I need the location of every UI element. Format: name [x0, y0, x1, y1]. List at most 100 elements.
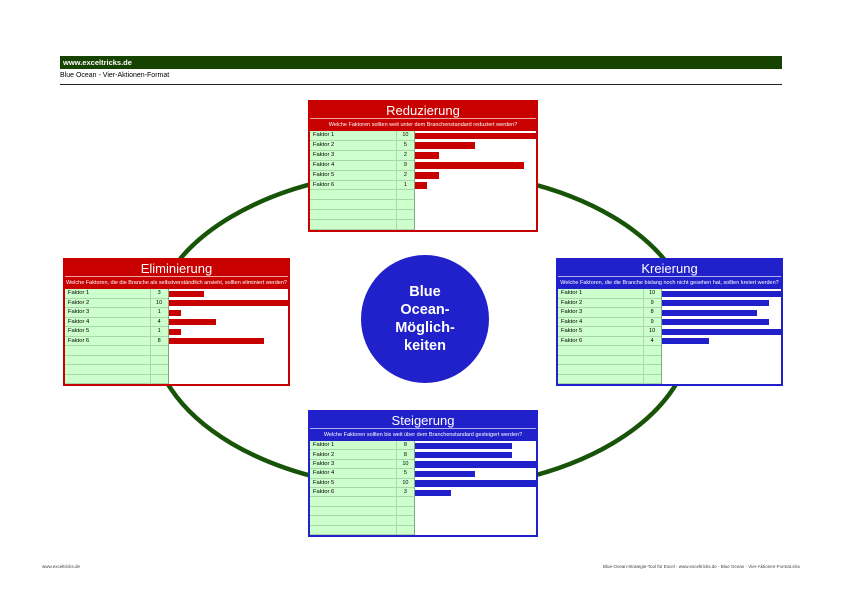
factor-bar-cell: [167, 317, 288, 327]
factor-bar-cell: [413, 160, 536, 171]
factor-bar-cell: [167, 365, 288, 375]
factor-bar: [414, 480, 536, 487]
factor-bar-cell: [413, 220, 536, 231]
factor-bar-cell: [660, 317, 781, 327]
factor-label: Faktor 2: [65, 298, 150, 308]
factor-value: 9: [642, 298, 661, 308]
factor-bar: [168, 338, 265, 345]
circle-text-line: Ocean-: [400, 301, 450, 318]
footer-right: Blue-Ocean-Strategie-Tool für Excel - ww…: [603, 564, 800, 569]
footer-left: www.exceltricks.de: [42, 564, 81, 569]
factor-value: 3: [395, 488, 414, 498]
factor-label: [65, 374, 150, 384]
factor-row: [310, 525, 536, 536]
factor-label: Faktor 3: [310, 459, 396, 470]
factor-bar-cell: [167, 336, 288, 346]
factor-value: 10: [642, 327, 661, 337]
factor-value: [395, 210, 414, 221]
factor-label: Faktor 4: [310, 160, 396, 171]
factor-label: Faktor 5: [310, 478, 396, 489]
factor-value: [395, 497, 414, 507]
factor-value: 10: [642, 289, 661, 299]
site-url-label: www.exceltricks.de: [63, 58, 132, 67]
factor-row: [310, 497, 536, 507]
factor-bar-cell: [413, 450, 536, 460]
factor-label: [558, 355, 643, 365]
circle-text-line: Blue: [409, 283, 441, 300]
factor-bar: [414, 162, 524, 170]
factor-label: [558, 374, 643, 384]
factor-bar: [661, 319, 770, 326]
factor-label: Faktor 6: [558, 336, 643, 346]
factor-label: Faktor 1: [310, 441, 396, 451]
factor-value: [395, 506, 414, 517]
factor-bar-cell: [167, 289, 288, 299]
factor-bar-cell: [167, 346, 288, 356]
panel-question: Welche Faktoren, die die Branche bislang…: [558, 277, 781, 289]
factor-bar-cell: [660, 355, 781, 365]
panel-title: Eliminierung: [65, 260, 288, 277]
factor-label: [310, 220, 396, 231]
factor-row: [310, 516, 536, 526]
panel-question: Welche Faktoren, die die Branche als sel…: [65, 277, 288, 289]
factor-label: Faktor 6: [310, 180, 396, 191]
factor-bar-cell: [413, 478, 536, 489]
factor-bar: [414, 451, 512, 459]
factor-bar: [414, 182, 428, 189]
factor-bar-cell: [413, 150, 536, 161]
factor-value: [395, 190, 414, 201]
factor-bar: [168, 319, 217, 326]
factor-row: [558, 365, 781, 375]
factor-label: Faktor 2: [310, 140, 396, 151]
factor-label: [65, 365, 150, 375]
factor-bar-cell: [413, 180, 536, 191]
factor-value: 8: [642, 308, 661, 318]
factor-label: Faktor 4: [310, 469, 396, 479]
factor-bar-cell: [413, 506, 536, 517]
factor-bar-cell: [413, 469, 536, 479]
factor-value: 1: [149, 327, 168, 337]
factor-value: 8: [149, 336, 168, 346]
factor-bar-cell: [413, 525, 536, 536]
factor-bar-cell: [413, 190, 536, 201]
factor-bar-cell: [660, 308, 781, 318]
factor-value: [642, 365, 661, 375]
factor-value: 10: [395, 131, 414, 141]
factor-bar-cell: [660, 298, 781, 308]
factor-bar: [414, 142, 476, 150]
factor-bar: [661, 328, 781, 335]
factor-label: Faktor 2: [310, 450, 396, 460]
factor-label: Faktor 1: [558, 289, 643, 299]
factor-bar: [661, 290, 781, 297]
factor-label: Faktor 6: [310, 488, 396, 498]
header-divider: [60, 84, 782, 85]
factor-label: [310, 200, 396, 211]
factor-value: 4: [149, 317, 168, 327]
factor-value: [395, 525, 414, 536]
factor-label: [65, 346, 150, 356]
factor-label: [558, 365, 643, 375]
factor-label: [310, 190, 396, 201]
factor-label: Faktor 5: [558, 327, 643, 337]
factor-label: [65, 355, 150, 365]
factor-value: 10: [149, 298, 168, 308]
factor-bar-cell: [167, 308, 288, 318]
factor-label: [310, 506, 396, 517]
factor-value: [642, 346, 661, 356]
factor-bar-cell: [413, 497, 536, 507]
factor-bar-cell: [167, 355, 288, 365]
panel-eliminierung: Eliminierung Welche Faktoren, die die Br…: [63, 258, 290, 386]
factor-bar: [168, 300, 288, 307]
